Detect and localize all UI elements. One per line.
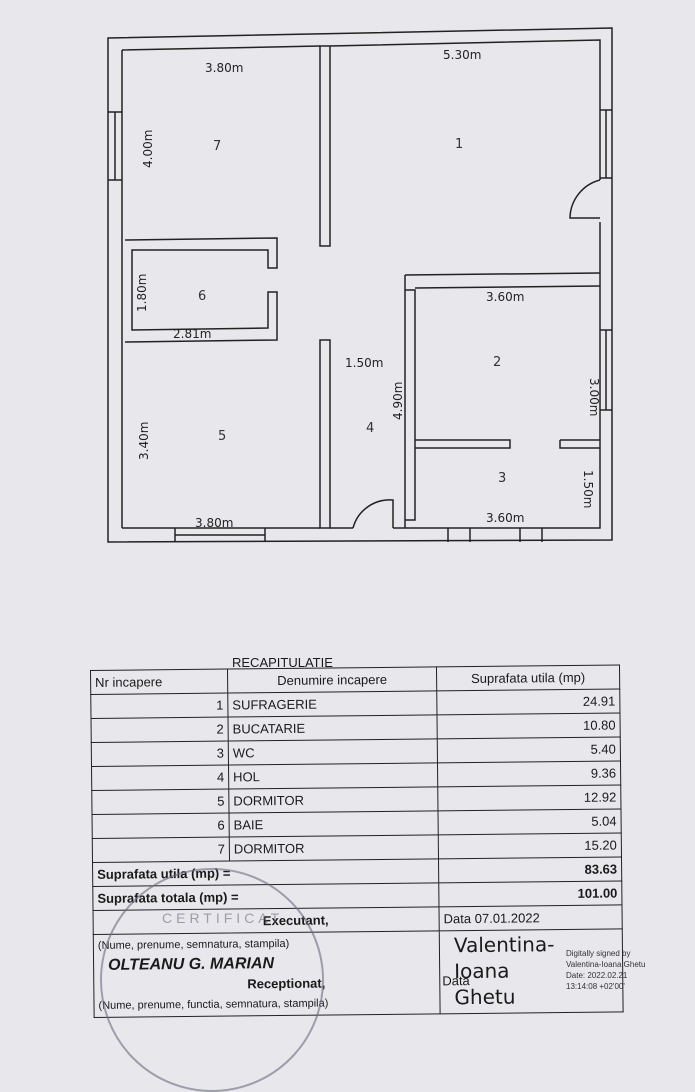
dim-room3-width: 3.60m — [486, 511, 524, 525]
row-nr: 2 — [91, 717, 229, 743]
row-nr: 3 — [91, 741, 229, 767]
stamp: CERTIFICAT — [100, 868, 324, 1092]
digital-signature-line: Digitally signed by — [566, 949, 631, 958]
dim-room3-height: 1.50m — [581, 470, 595, 508]
room-number-6: 6 — [198, 289, 206, 304]
header-name: Denumire incapere — [227, 666, 437, 694]
room-number-5: 5 — [218, 429, 226, 444]
row-area: 12.92 — [437, 784, 621, 811]
row-name: SUFRAGERIE — [227, 690, 437, 718]
digital-signature-line: Valentina-Ioana Ghetu — [566, 960, 646, 969]
row-name: WC — [228, 738, 438, 766]
dim-room7-height: 4.00m — [141, 130, 155, 168]
dim-hall-width: 1.50m — [345, 356, 383, 370]
dim-room6-width: 2.81m — [173, 327, 211, 341]
row-area: 5.40 — [437, 736, 621, 763]
row-name: DORMITOR — [229, 834, 439, 862]
row-nr: 7 — [92, 837, 230, 863]
stamp-text: CERTIFICAT — [162, 910, 284, 926]
row-area: 15.20 — [438, 832, 622, 859]
row-nr: 1 — [90, 693, 229, 719]
total-value: 101.00 — [438, 880, 622, 907]
row-name: BUCATARIE — [228, 714, 438, 742]
header-nr: Nr incapere — [90, 669, 228, 695]
room-number-2: 2 — [493, 355, 501, 370]
row-name: DORMITOR — [228, 786, 438, 814]
dim-room6-height: 1.80m — [135, 274, 149, 312]
data-label: Data — [442, 973, 470, 989]
digital-signature-line: 13:14:08 +02'00' — [566, 982, 625, 991]
row-area: 5.04 — [437, 808, 622, 835]
row-nr: 6 — [92, 813, 230, 839]
dim-room7-width: 3.80m — [205, 61, 243, 75]
useful-total-value: 83.63 — [438, 856, 622, 883]
row-name: HOL — [228, 762, 438, 790]
recap-title: RECAPITULATIE — [232, 655, 333, 670]
row-nr: 5 — [91, 789, 230, 815]
digital-signature: Digitally signed by Valentina-Ioana Ghet… — [566, 948, 645, 992]
floor-plan: 3.80m 4.00m 5.30m 1.80m 2.81m 3.40m 3.80… — [107, 27, 613, 543]
digital-signature-line: Date: 2022.02.21 — [566, 971, 628, 980]
date: Data 07.01.2022 — [438, 904, 623, 931]
row-area: 10.80 — [436, 712, 621, 739]
dim-room5-width: 3.80m — [195, 516, 233, 530]
walls — [107, 27, 613, 543]
row-nr: 4 — [91, 765, 229, 791]
row-area: 9.36 — [437, 760, 621, 787]
room-number-1: 1 — [455, 137, 463, 152]
dim-room5-height: 3.40m — [137, 422, 151, 460]
dim-room2-height: 3.00m — [587, 378, 601, 416]
dim-room2-width: 3.60m — [486, 290, 524, 304]
dim-hall-height: 4.90m — [391, 382, 405, 420]
row-area: 24.91 — [436, 688, 620, 715]
row-name: BAIE — [229, 810, 439, 838]
room-number-4: 4 — [366, 421, 374, 436]
room-number-3: 3 — [498, 471, 506, 486]
header-area: Suprafata utila (mp) — [436, 664, 620, 691]
dim-room1-width: 5.30m — [443, 48, 481, 62]
room-number-7: 7 — [213, 139, 221, 154]
